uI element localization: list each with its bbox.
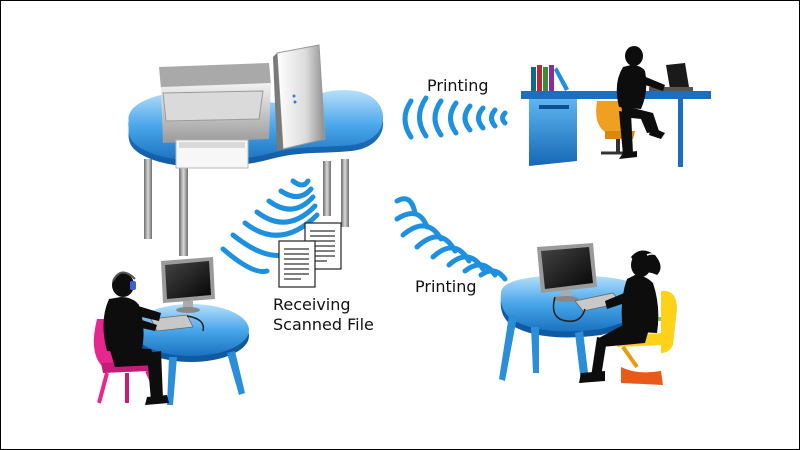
person-bottom-left xyxy=(103,273,169,405)
desk-top xyxy=(521,91,711,99)
monitor-stand xyxy=(183,301,193,309)
desk-leg xyxy=(227,351,245,395)
desk-top xyxy=(500,275,652,332)
desk-drawer xyxy=(529,99,577,166)
wireless-signal-left xyxy=(220,178,320,275)
scanned-documents-icon xyxy=(278,222,342,288)
chair-back xyxy=(596,101,627,133)
hair-highlight xyxy=(646,253,664,262)
headphone-cup xyxy=(130,281,136,290)
chair-stem xyxy=(616,139,620,153)
table-leg xyxy=(144,159,152,239)
laptop-screen xyxy=(666,63,689,89)
printer-paper-slot xyxy=(179,142,245,148)
router-led xyxy=(292,94,296,98)
person-bottom-right xyxy=(579,250,661,383)
desk-leg xyxy=(499,315,517,381)
receiving-label-line2: Scanned File xyxy=(273,315,374,334)
router-body xyxy=(276,44,326,150)
chair-leg xyxy=(97,372,109,404)
chair-base xyxy=(621,367,663,385)
book xyxy=(543,67,548,91)
book xyxy=(549,65,554,91)
monitor-stand xyxy=(561,291,571,298)
printing-label-top: Printing xyxy=(427,76,489,95)
book xyxy=(537,65,542,91)
printing-label-bottom: Printing xyxy=(415,277,477,296)
monitor-screen xyxy=(541,247,593,289)
monitor-base xyxy=(553,296,579,302)
wireless-signal-right xyxy=(394,196,508,282)
book xyxy=(531,67,536,91)
printer-lid xyxy=(159,63,271,89)
desk-leg xyxy=(678,99,683,167)
router-led xyxy=(293,100,297,104)
monitor-base xyxy=(176,307,200,313)
wireless-router-icon xyxy=(273,44,326,151)
mouse-cable xyxy=(552,296,586,322)
table-leg xyxy=(341,159,349,227)
router-side xyxy=(273,53,283,151)
desk-leg xyxy=(575,331,589,383)
headphones xyxy=(112,271,136,282)
receiving-label-line1: Receiving xyxy=(273,295,351,314)
workstation-top-right xyxy=(521,46,711,167)
chair-stem xyxy=(621,345,639,369)
workstation-bottom-right xyxy=(499,243,677,385)
workstation-bottom-left xyxy=(93,257,249,405)
book xyxy=(554,67,569,91)
table-leg xyxy=(323,161,331,216)
desk-leg xyxy=(531,327,539,373)
laptop-base xyxy=(649,87,693,91)
wireless-signal-top xyxy=(402,95,508,140)
table-leg xyxy=(179,166,188,256)
printer-icon xyxy=(159,63,271,169)
receiving-scanned-file-label: Receiving Scanned File xyxy=(273,295,374,335)
desk-top xyxy=(133,304,249,356)
mouse-cable xyxy=(186,315,205,332)
desk-handle xyxy=(539,105,569,109)
desk-leg xyxy=(167,357,177,405)
person-top-right xyxy=(616,46,665,159)
printer-scanner-glass xyxy=(162,90,264,122)
monitor-screen xyxy=(165,261,211,299)
